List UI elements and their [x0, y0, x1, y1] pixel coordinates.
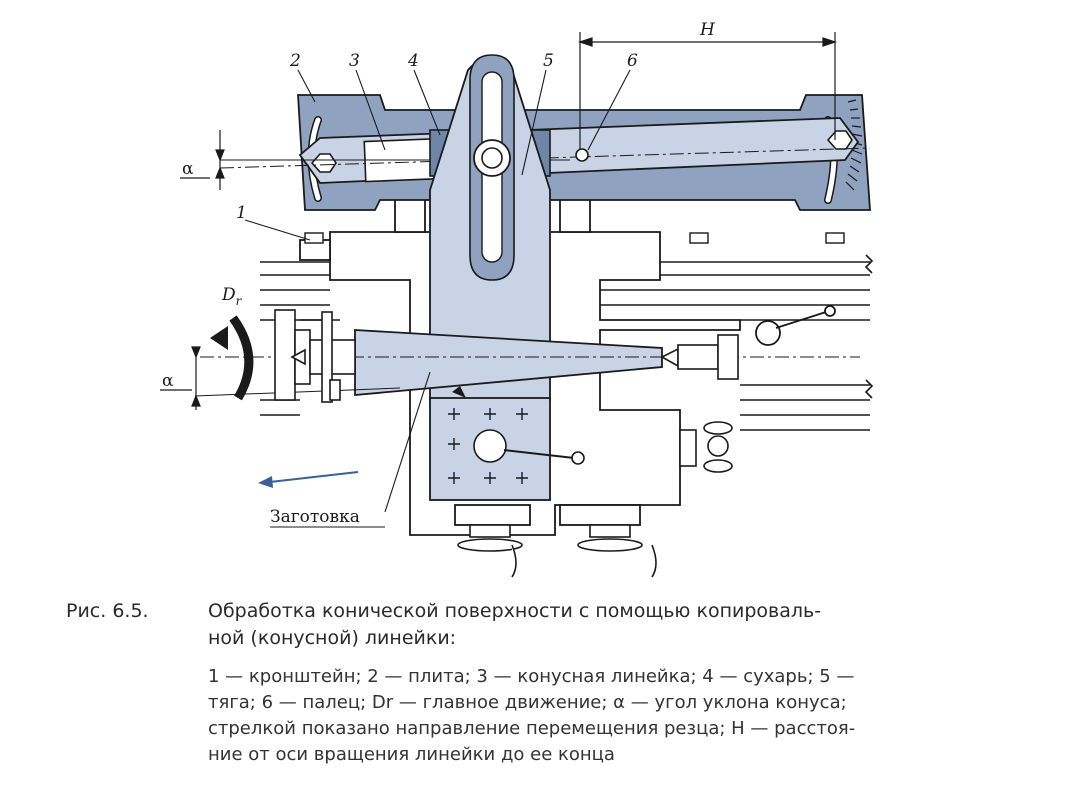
handwheels [457, 421, 733, 578]
angle-alpha-top [180, 130, 225, 190]
workpiece-label: Заготовка [270, 507, 360, 527]
main-motion-label: Dr [221, 285, 243, 308]
dimension-H [578, 32, 837, 150]
headstock [274, 309, 356, 403]
caption-title-line-2: ной (конусной) линейки: [208, 627, 457, 649]
pin-6 [575, 148, 589, 162]
label-part-5: 5 [543, 51, 554, 71]
part-leaders [244, 69, 631, 513]
legend-line-2: тяга; 6 — палец; Dr — главное движение; … [208, 692, 847, 713]
label-part-3: 3 [349, 51, 360, 71]
caption-legend: 1 — кронштейн; 2 — плита; 3 — конусная л… [208, 664, 1006, 768]
rotation-arrow [210, 315, 254, 401]
legend-line-4: ние от оси вращения линейки до ее конца [208, 744, 615, 765]
label-part-2: 2 [289, 51, 301, 71]
label-part-6: 6 [627, 51, 638, 71]
angle-alpha-bottom [160, 346, 201, 410]
label-part-1: 1 [236, 203, 247, 223]
machine-diagram: H α α Dr 2 3 4 5 6 1 Заготовка [160, 20, 874, 578]
caption-title-line-1: Обработка конической поверхности с помощ… [208, 600, 822, 622]
feed-direction-arrow [258, 471, 359, 488]
caption-title: Обработка конической поверхности с помощ… [208, 598, 1006, 652]
dimension-H-label: H [699, 20, 716, 40]
angle-alpha-top-label: α [182, 159, 194, 179]
legend-line-1: 1 — кронштейн; 2 — плита; 3 — конусная л… [208, 666, 855, 687]
legend-line-3: стрелкой показано направление перемещени… [208, 718, 856, 739]
caption-number: Рис. 6.5. [66, 600, 149, 622]
rod-5 [429, 54, 551, 401]
apron [429, 386, 585, 501]
figure-caption: Рис. 6.5. Обработка конической поверхнос… [66, 598, 1006, 768]
angle-alpha-bottom-label: α [162, 371, 174, 391]
label-part-4: 4 [407, 51, 419, 71]
tailstock-lever [755, 305, 836, 346]
